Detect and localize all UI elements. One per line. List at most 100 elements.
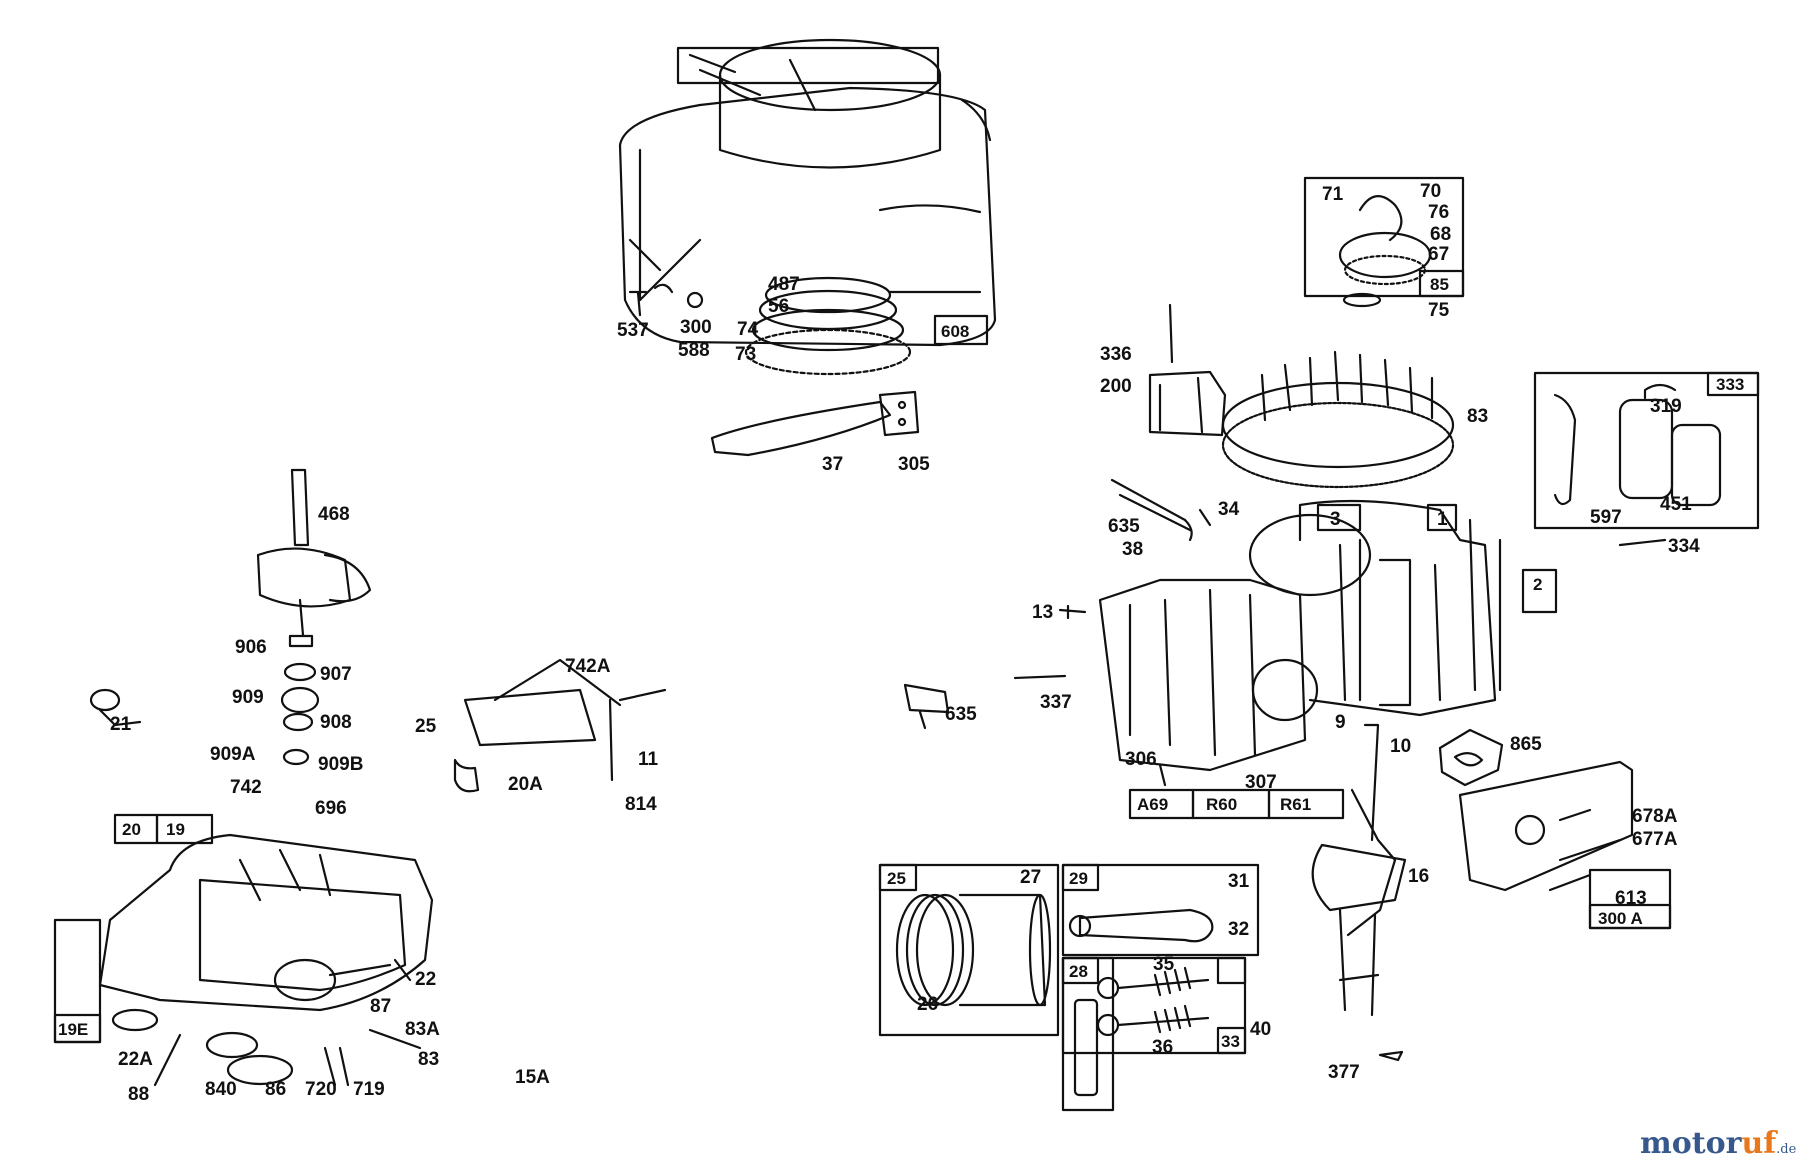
- label-31: 31: [1228, 871, 1250, 892]
- box-19: [155, 813, 214, 845]
- oil-seal: [111, 1008, 159, 1032]
- label-2: 2: [1533, 575, 1542, 594]
- label-22a: 22A: [118, 1049, 153, 1070]
- label-85: 85: [1430, 275, 1449, 294]
- label-22: 22: [415, 969, 436, 990]
- label-319: 319: [1650, 396, 1682, 417]
- label-71: 71: [1322, 184, 1344, 205]
- gasket-set-boxes: [1128, 788, 1345, 820]
- label-gasket-b: R60: [1206, 795, 1237, 814]
- label-27: 27: [1020, 867, 1041, 888]
- box-1: [1426, 503, 1458, 532]
- label-908: 908: [320, 712, 352, 733]
- label-537: 537: [617, 320, 649, 341]
- bolt-337: [1013, 674, 1067, 680]
- label-334: 334: [1668, 536, 1700, 557]
- box-connecting-rod: [1061, 863, 1260, 957]
- label-15a: 15A: [515, 1067, 550, 1088]
- label-909: 909: [232, 687, 264, 708]
- label-56: 56: [768, 296, 789, 317]
- label-gasket-a: A69: [1137, 795, 1168, 814]
- label-76: 76: [1428, 202, 1449, 223]
- part-labels: 487 56 74 73 537 300 588 37 305 336 200 …: [110, 181, 1700, 1105]
- label-16: 16: [1408, 866, 1429, 887]
- label-box-19: 19: [166, 820, 185, 839]
- connecting-rod: [1068, 908, 1214, 943]
- label-40: 40: [1250, 1019, 1271, 1040]
- box-29: [1061, 863, 1100, 892]
- governor-plate: [1458, 760, 1634, 892]
- starter-cup: [1338, 195, 1432, 308]
- label-68: 68: [1430, 224, 1451, 245]
- box-armature: [1533, 371, 1760, 530]
- label-635-top: 635: [1108, 516, 1140, 537]
- label-37: 37: [822, 454, 843, 475]
- piston: [895, 893, 1052, 1007]
- governor-stack: [280, 634, 320, 766]
- label-box-29: 29: [1069, 869, 1088, 888]
- box-25: [878, 863, 918, 892]
- bolt-13: [1058, 604, 1087, 620]
- governor-lever-assembly: [453, 658, 667, 793]
- blower-housing-group: [618, 38, 997, 347]
- label-742a: 742A: [565, 656, 611, 677]
- label-906: 906: [235, 637, 267, 658]
- key-377: [1378, 1050, 1404, 1062]
- label-box-20: 20: [122, 820, 141, 839]
- label-909a: 909A: [210, 744, 256, 765]
- label-38: 38: [1122, 539, 1143, 560]
- label-613: 613: [1615, 888, 1647, 909]
- label-719: 719: [353, 1079, 385, 1100]
- label-814: 814: [625, 794, 657, 815]
- governor-link-21: [89, 688, 142, 727]
- label-300: 300: [680, 317, 712, 338]
- label-10: 10: [1390, 736, 1411, 757]
- label-26: 26: [917, 994, 938, 1015]
- label-11: 11: [638, 749, 659, 770]
- label-377: 377: [1328, 1062, 1360, 1083]
- label-451: 451: [1660, 494, 1692, 515]
- breather-tube: [1110, 478, 1212, 542]
- drain-plug-assembly: [153, 1028, 422, 1087]
- valves: [1096, 966, 1210, 1037]
- label-70: 70: [1420, 181, 1441, 202]
- box-300a-inner: [1588, 903, 1672, 930]
- watermark-logo: motoruf.de: [1640, 1126, 1796, 1161]
- box-608: [933, 314, 989, 346]
- label-9: 9: [1335, 712, 1346, 733]
- label-67: 67: [1428, 244, 1449, 265]
- label-487: 487: [768, 274, 800, 295]
- label-840: 840: [205, 1079, 237, 1100]
- box-19e-inner: [53, 1013, 102, 1044]
- label-1: 1: [1437, 509, 1448, 530]
- label-83: 83: [418, 1049, 439, 1070]
- label-25: 25: [415, 716, 437, 737]
- label-307: 307: [1245, 772, 1277, 793]
- label-336: 336: [1100, 344, 1132, 365]
- watermark-suffix: .de: [1776, 1142, 1797, 1157]
- label-88: 88: [128, 1084, 149, 1105]
- label-32: 32: [1228, 919, 1249, 940]
- box-cylinder-head-gasket: [1061, 956, 1115, 1112]
- box-33b: [1216, 1026, 1247, 1055]
- label-742: 742: [230, 777, 262, 798]
- box-piston: [878, 863, 1060, 1037]
- watermark-main: motor: [1640, 1126, 1742, 1161]
- label-35: 35: [1153, 954, 1175, 975]
- camshaft: [256, 468, 372, 637]
- label-597: 597: [1590, 507, 1622, 528]
- crankcase-sump: [98, 833, 434, 1012]
- label-200: 200: [1100, 376, 1132, 397]
- label-468: 468: [318, 504, 350, 525]
- label-677a: 677A: [1632, 829, 1678, 850]
- label-907: 907: [320, 664, 352, 685]
- label-83-flywheel: 83: [1467, 406, 1488, 427]
- screw-334: [1618, 538, 1667, 547]
- leader-307: [1158, 763, 1167, 787]
- label-36: 36: [1152, 1037, 1173, 1058]
- label-34: 34: [1218, 499, 1240, 520]
- label-909b: 909B: [318, 754, 363, 775]
- label-20a: 20A: [508, 774, 543, 795]
- screws-blower: [628, 283, 704, 317]
- label-13: 13: [1032, 602, 1053, 623]
